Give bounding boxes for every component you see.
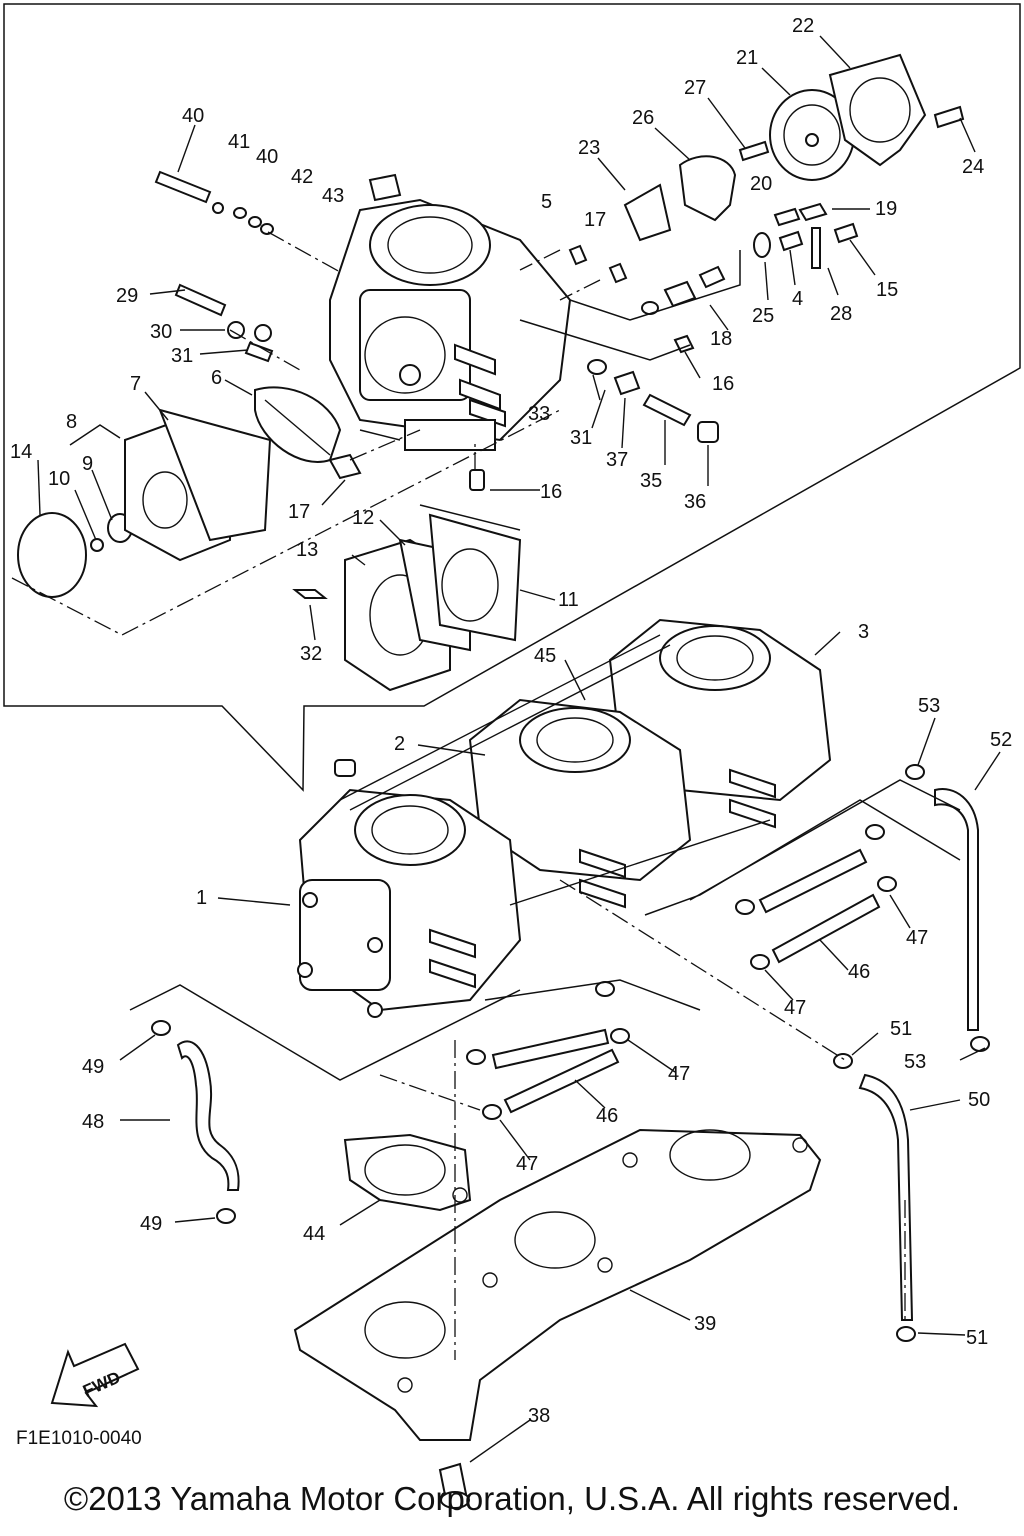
pump-cover-group [17,283,362,598]
callout-40-a: 41 [228,131,250,153]
callout-46-a: 46 [848,961,870,983]
callout-15: 15 [876,279,898,301]
callout-30: 29 [116,285,138,307]
callout-23: 22 [792,15,814,37]
carburetor-detail [329,173,572,451]
float-plate-group [292,513,522,692]
callout-36: 36 [684,491,706,513]
hose-clamps [151,764,990,1342]
callout-17: 17 [584,209,606,231]
callout-4: 4 [792,288,803,310]
callout-22: 21 [736,47,758,69]
assembly-lines-main [129,779,969,1360]
callout-25: 24 [962,156,984,178]
callout-45: 45 [534,645,556,667]
callout-18: 17 [288,501,310,523]
callout-33: 32 [300,643,322,665]
carburetor-assembly [297,618,832,1018]
callout-53-a: 53 [918,695,940,717]
callout-26: 25 [752,305,774,327]
callout-39: 40 [256,146,278,168]
callout-11: 11 [558,589,579,611]
callout-34: 33 [528,403,550,425]
forward-arrow-icon: FWD [50,1342,140,1408]
intake-manifold [293,1128,822,1509]
callout-3: 3 [858,621,869,643]
callout-19: 18 [710,328,732,350]
callout-27: 28 [830,303,852,325]
callout-13: 13 [296,539,318,561]
callout-47-a: 47 [906,927,928,949]
callout-52: 52 [990,729,1012,751]
assembly-lines-detail [11,231,741,636]
callout-31-b: 31 [570,427,592,449]
callout-20: 19 [875,198,897,220]
figure-code: F1E1010-0040 [16,1428,142,1449]
callout-9: 9 [82,453,93,475]
fuel-hoses [176,788,979,1321]
callout-44: 38 [528,1405,550,1427]
callout-49-b: 49 [140,1213,162,1235]
callout-labels: 22 21 27 26 23 24 20 19 40 41 40 42 43 5… [10,15,1012,1427]
callout-41: 43 [322,185,344,207]
callout-8: 8 [66,411,77,433]
callout-40-b: 42 [291,166,313,188]
callout-47-d: 47 [516,1153,538,1175]
callout-16-a: 16 [712,373,734,395]
callout-50: 50 [968,1089,990,1111]
accelerator-pump-group [623,53,965,269]
callout-6: 6 [211,367,222,389]
callout-47-b: 47 [784,997,806,1019]
callout-12: 12 [352,507,374,529]
callout-1: 1 [196,887,207,909]
callout-24: 23 [578,137,600,159]
callout-35: 35 [640,470,662,492]
callout-5: 5 [541,191,552,213]
callout-32: 31 [171,345,193,367]
callout-42: 39 [694,1313,716,1335]
callout-49-a: 49 [82,1056,104,1078]
callout-28: 26 [632,107,654,129]
callout-2: 2 [394,733,405,755]
callout-46-b: 46 [596,1105,618,1127]
callout-leaders [37,35,1001,1463]
callout-51-b: 51 [966,1327,988,1349]
callout-16-b: 16 [540,481,562,503]
callout-37: 37 [606,449,628,471]
callout-38: 40 [182,105,204,127]
copyright-notice: ©2013 Yamaha Motor Corporation, U.S.A. A… [63,1480,961,1517]
callout-53-b: 53 [904,1051,926,1073]
callout-31-a: 30 [150,321,172,343]
callout-48: 48 [82,1111,104,1133]
needle-valve-group [469,244,726,491]
callout-47-c: 47 [668,1063,690,1085]
callout-29: 27 [684,77,706,99]
detail-inset-frame [3,3,1021,792]
callout-21: 20 [750,173,772,195]
callout-14: 14 [10,441,32,463]
callout-10: 10 [48,468,70,490]
mixture-screw-group [154,170,274,235]
callout-51-a: 51 [890,1018,912,1040]
callout-43: 44 [303,1223,325,1245]
callout-7: 7 [130,373,141,395]
